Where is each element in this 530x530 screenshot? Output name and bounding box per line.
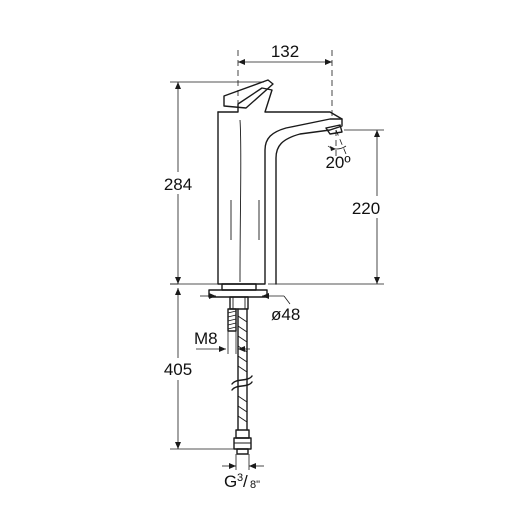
dimension-width-132: 132	[237, 42, 333, 118]
label-fraction-denominator: 8"	[250, 479, 260, 491]
braided-hose	[231, 308, 253, 455]
dimension-angle-20: 20º	[325, 129, 351, 172]
label-diameter-48: ø48	[271, 305, 300, 324]
dimension-connector-g38: G 3 / 8"	[222, 454, 264, 491]
label-fraction-slash: /	[243, 472, 248, 491]
label-220: 220	[352, 199, 380, 218]
label-m8: M8	[194, 329, 218, 348]
dimension-height-220: 220	[268, 129, 388, 285]
faucet-body	[217, 79, 343, 285]
hose-break-mark	[231, 375, 253, 385]
dimension-height-284: 284	[162, 81, 264, 285]
hose-connector	[235, 429, 250, 439]
label-284: 284	[164, 175, 192, 194]
lever-handle	[223, 79, 274, 109]
aerator	[325, 124, 343, 135]
faucet-base	[208, 283, 268, 310]
dimension-hose-405: 405	[162, 283, 234, 450]
label-g: G	[224, 472, 237, 491]
dimension-thread-m8: M8	[194, 329, 250, 354]
label-132: 132	[271, 42, 299, 61]
label-405: 405	[164, 360, 192, 379]
label-20-degrees: 20º	[325, 153, 350, 172]
threaded-stud	[227, 308, 237, 332]
label-fraction-numerator: 3	[237, 472, 243, 484]
dimension-diameter-48: ø48	[200, 293, 300, 324]
